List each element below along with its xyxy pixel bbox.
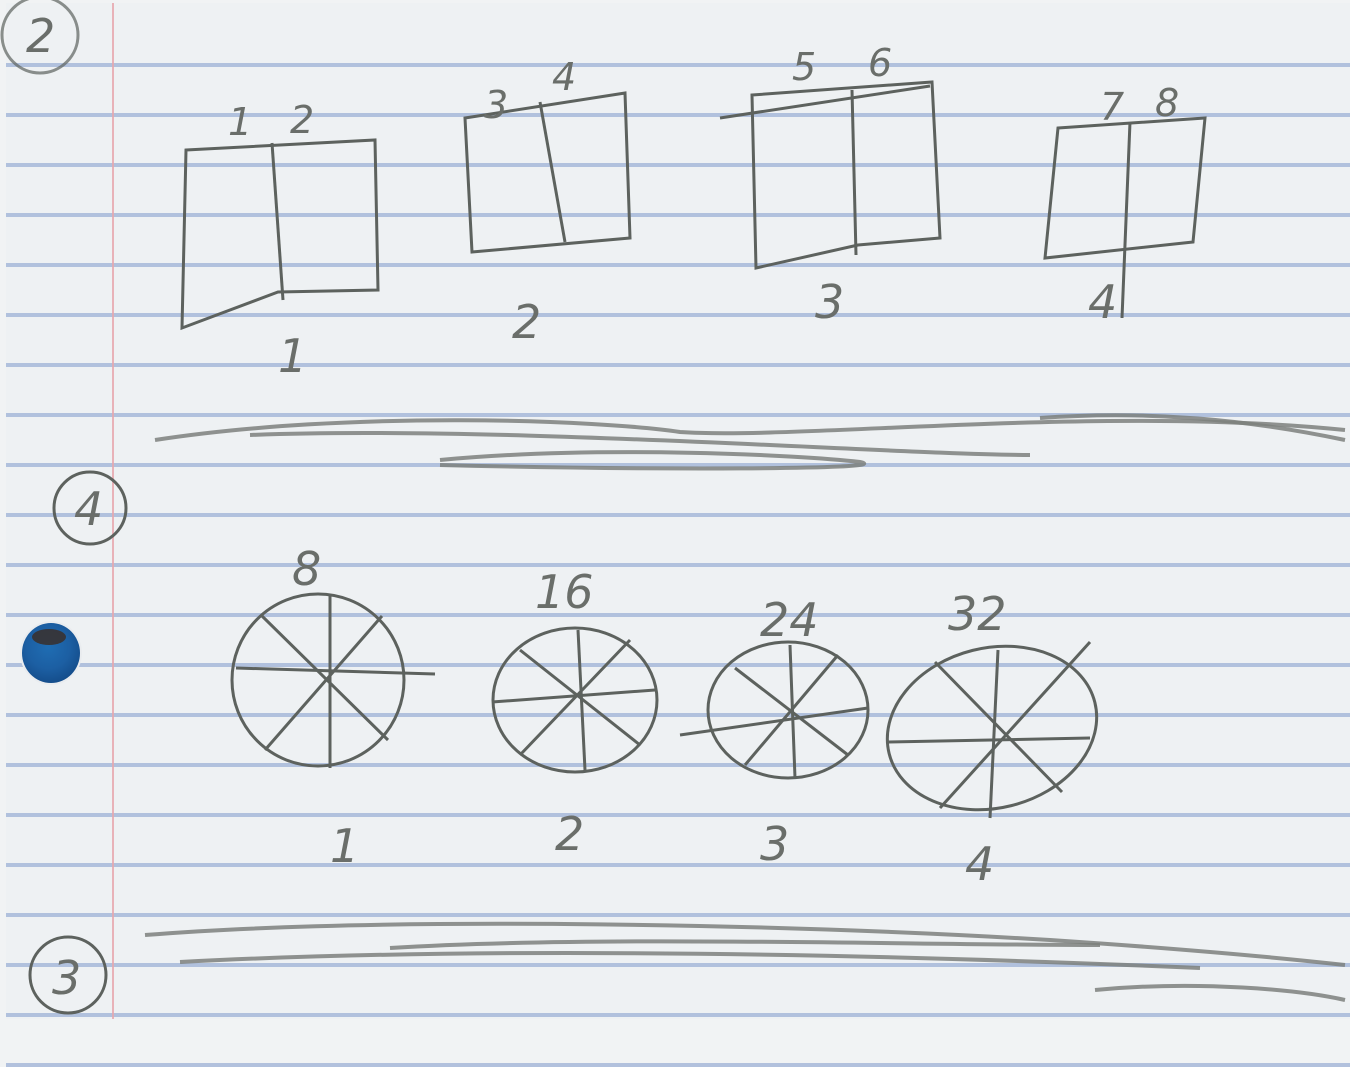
svg-text:16: 16 bbox=[535, 565, 594, 619]
svg-text:8: 8 bbox=[292, 542, 321, 596]
section-marker-middle: 4 bbox=[54, 472, 126, 544]
circle-drawing-4: 32 4 bbox=[870, 587, 1114, 891]
svg-text:4: 4 bbox=[552, 55, 576, 99]
pencil-sketch: 2 4 3 1 2 1 3 4 2 5 6 3 7 8 4 bbox=[0, 0, 1350, 1019]
svg-text:1: 1 bbox=[330, 819, 359, 873]
svg-text:2: 2 bbox=[555, 807, 584, 861]
svg-text:3: 3 bbox=[815, 275, 844, 329]
svg-text:3: 3 bbox=[760, 817, 789, 871]
svg-text:4: 4 bbox=[1088, 275, 1117, 329]
svg-text:4: 4 bbox=[74, 482, 103, 536]
svg-text:6: 6 bbox=[868, 41, 892, 85]
scribble-divider-top bbox=[155, 415, 1345, 468]
svg-text:2: 2 bbox=[290, 98, 314, 142]
svg-text:32: 32 bbox=[948, 587, 1007, 641]
svg-text:8: 8 bbox=[1155, 81, 1179, 125]
svg-text:3: 3 bbox=[484, 83, 508, 127]
rectangle-drawing-4: 7 8 4 bbox=[1045, 81, 1205, 329]
scribble-divider-bottom bbox=[145, 924, 1345, 1000]
svg-text:24: 24 bbox=[760, 593, 819, 647]
svg-text:4: 4 bbox=[965, 837, 994, 891]
ruled-line bbox=[6, 1063, 1350, 1067]
rectangle-drawing-1: 1 2 1 bbox=[182, 98, 378, 383]
svg-text:1: 1 bbox=[228, 100, 252, 144]
circle-drawing-2: 16 2 bbox=[492, 565, 657, 861]
svg-text:5: 5 bbox=[792, 45, 816, 89]
circle-drawing-1: 8 1 bbox=[232, 542, 435, 873]
svg-text:7: 7 bbox=[1100, 85, 1124, 129]
svg-text:3: 3 bbox=[52, 951, 81, 1005]
svg-text:2: 2 bbox=[26, 9, 55, 63]
svg-text:2: 2 bbox=[512, 295, 541, 349]
rectangle-drawing-3: 5 6 3 bbox=[720, 41, 940, 329]
circle-drawing-3: 24 3 bbox=[680, 593, 868, 871]
section-marker-bottom: 3 bbox=[30, 937, 106, 1013]
rectangle-drawing-2: 3 4 2 bbox=[465, 55, 630, 349]
section-marker-top: 2 bbox=[2, 0, 78, 73]
svg-text:1: 1 bbox=[278, 329, 307, 383]
